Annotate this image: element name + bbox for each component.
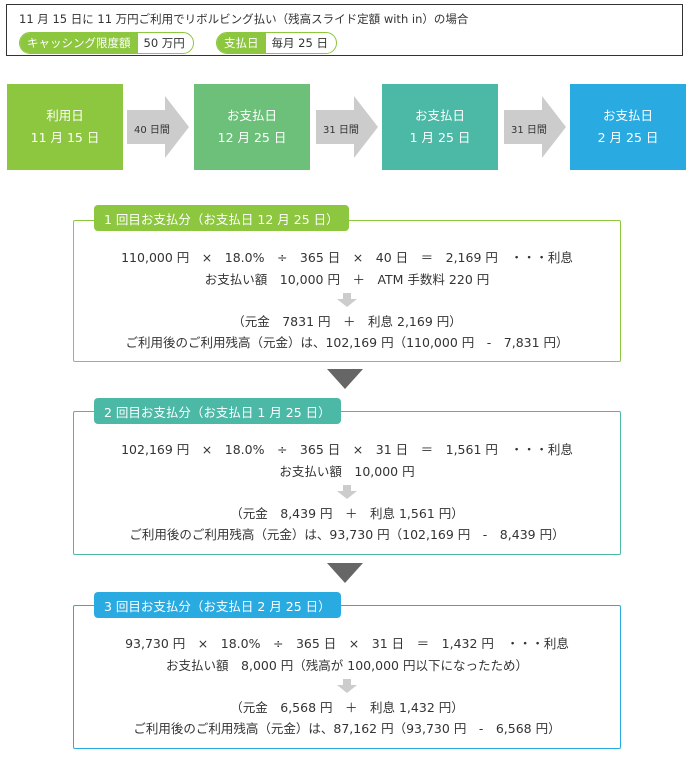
payment-amount: お支払い額 8,000 円（残高が 100,000 円以下になったため） (166, 658, 528, 673)
cashing-limit-value: 50 万円 (143, 36, 185, 50)
down-triangle-icon (327, 563, 363, 583)
down-arrow-icon (337, 485, 357, 499)
step-2-label: 2 回目お支払分（お支払日 1 月 25 日） (94, 398, 341, 424)
interval-label: 40 日間 (134, 125, 170, 136)
down-arrow-icon (337, 293, 357, 307)
payment-step-2: 102,169 円 × 18.0% ÷ 365 日 × 31 日 ＝ 1,561… (73, 411, 621, 555)
step-3-label: 3 回目お支払分（お支払日 2 月 25 日） (94, 592, 341, 618)
right-arrow-icon (504, 96, 566, 158)
timeline-box-date: 11 月 15 日 (30, 130, 100, 145)
timeline-box-title: お支払日 (414, 108, 465, 123)
payday-value: 毎月 25 日 (271, 36, 328, 50)
payment-breakdown: （元金 7831 円 ＋ 利息 2,169 円） (232, 314, 462, 329)
timeline-box-date: 2 月 25 日 (597, 130, 659, 145)
timeline-box-date: 1 月 25 日 (409, 130, 471, 145)
interest-calculation: 102,169 円 × 18.0% ÷ 365 日 × 31 日 ＝ 1,561… (121, 442, 573, 457)
step-1-label: 1 回目お支払分（お支払日 12 月 25 日） (94, 205, 349, 231)
payment-amount: お支払い額 10,000 円 ＋ ATM 手数料 220 円 (204, 272, 490, 287)
payment-breakdown: （元金 6,568 円 ＋ 利息 1,432 円） (230, 700, 464, 715)
timeline-box-title: お支払日 (602, 108, 653, 123)
timeline-payment-2: お支払日 1 月 25 日 (382, 84, 498, 170)
timeline-payment-3: お支払日 2 月 25 日 (570, 84, 686, 170)
interval-label: 31 日間 (323, 125, 359, 136)
cashing-limit-label: キャッシング限度額 (20, 33, 138, 53)
timeline-box-title: 利用日 (46, 108, 84, 123)
remaining-balance: ご利用後のご利用残高（元金）は、93,730 円（102,169 円 - 8,4… (129, 527, 565, 542)
interval-label: 31 日間 (511, 125, 547, 136)
right-arrow-icon (127, 96, 189, 158)
payment-step-3: 93,730 円 × 18.0% ÷ 365 日 × 31 日 ＝ 1,432 … (73, 605, 621, 749)
down-arrow-icon (337, 679, 357, 693)
interest-calculation: 93,730 円 × 18.0% ÷ 365 日 × 31 日 ＝ 1,432 … (125, 636, 569, 651)
timeline-box-title: お支払日 (226, 108, 277, 123)
payment-amount: お支払い額 10,000 円 (279, 464, 415, 479)
payday-pill: 支払日 毎月 25 日 (216, 32, 337, 54)
condition-header: 11 月 15 日に 11 万円ご利用でリボルビング払い（残高スライド定額 wi… (6, 4, 683, 56)
remaining-balance: ご利用後のご利用残高（元金）は、102,169 円（110,000 円 - 7,… (125, 335, 569, 350)
payment-step-1: 110,000 円 × 18.0% ÷ 365 日 × 40 日 ＝ 2,169… (73, 220, 621, 362)
header-title: 11 月 15 日に 11 万円ご利用でリボルビング払い（残高スライド定額 wi… (19, 12, 469, 26)
down-triangle-icon (327, 369, 363, 389)
cashing-limit-pill: キャッシング限度額 50 万円 (19, 32, 194, 54)
payday-label: 支払日 (217, 33, 266, 53)
right-arrow-icon (316, 96, 378, 158)
payment-breakdown: （元金 8,439 円 ＋ 利息 1,561 円） (230, 506, 464, 521)
interest-calculation: 110,000 円 × 18.0% ÷ 365 日 × 40 日 ＝ 2,169… (121, 250, 573, 265)
remaining-balance: ご利用後のご利用残高（元金）は、87,162 円（93,730 円 - 6,56… (133, 721, 561, 736)
timeline-box-date: 12 月 25 日 (217, 130, 287, 145)
timeline-payment-1: お支払日 12 月 25 日 (194, 84, 310, 170)
timeline-usage-date: 利用日 11 月 15 日 (7, 84, 123, 170)
